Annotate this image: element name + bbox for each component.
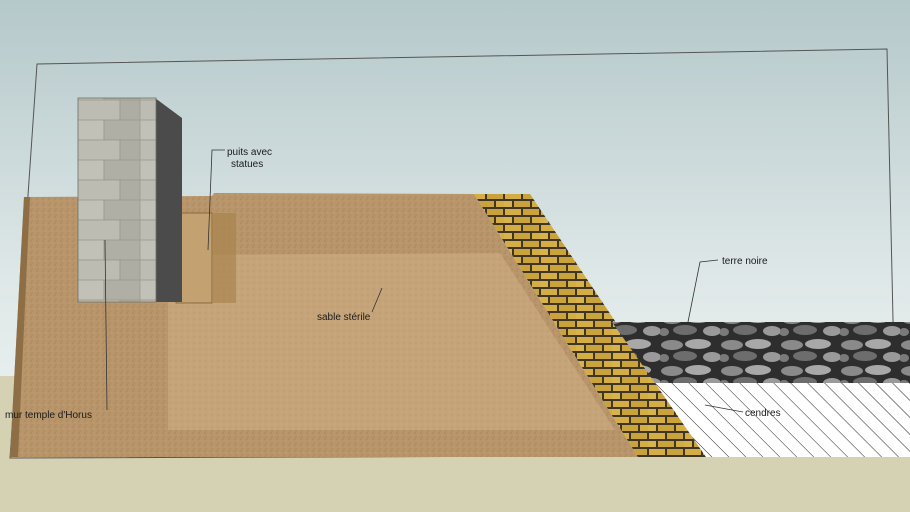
label-temple-wall: mur temple d'Horus [5,410,92,421]
well-shaft-wall [212,213,236,303]
black-earth-layer [612,322,910,383]
leader-line-wall [104,239,108,411]
brick-wall [474,194,706,457]
leader-line-black-earth [687,259,719,323]
label-well-line2: statues [231,159,263,170]
label-ashes: cendres [745,408,781,419]
leader-line-sand [371,287,383,313]
label-sand: sable stérile [317,312,371,323]
label-well-line1: puits avec [227,147,272,158]
label-black-earth: terre noire [722,256,768,267]
ash-layer [655,383,910,457]
leader-line-ashes [704,404,744,413]
sand-inner-section [168,253,615,430]
temple-wall-side [155,98,182,302]
leader-line-well [207,149,225,251]
sand-side-face [10,197,30,457]
temple-wall-front [77,97,157,303]
